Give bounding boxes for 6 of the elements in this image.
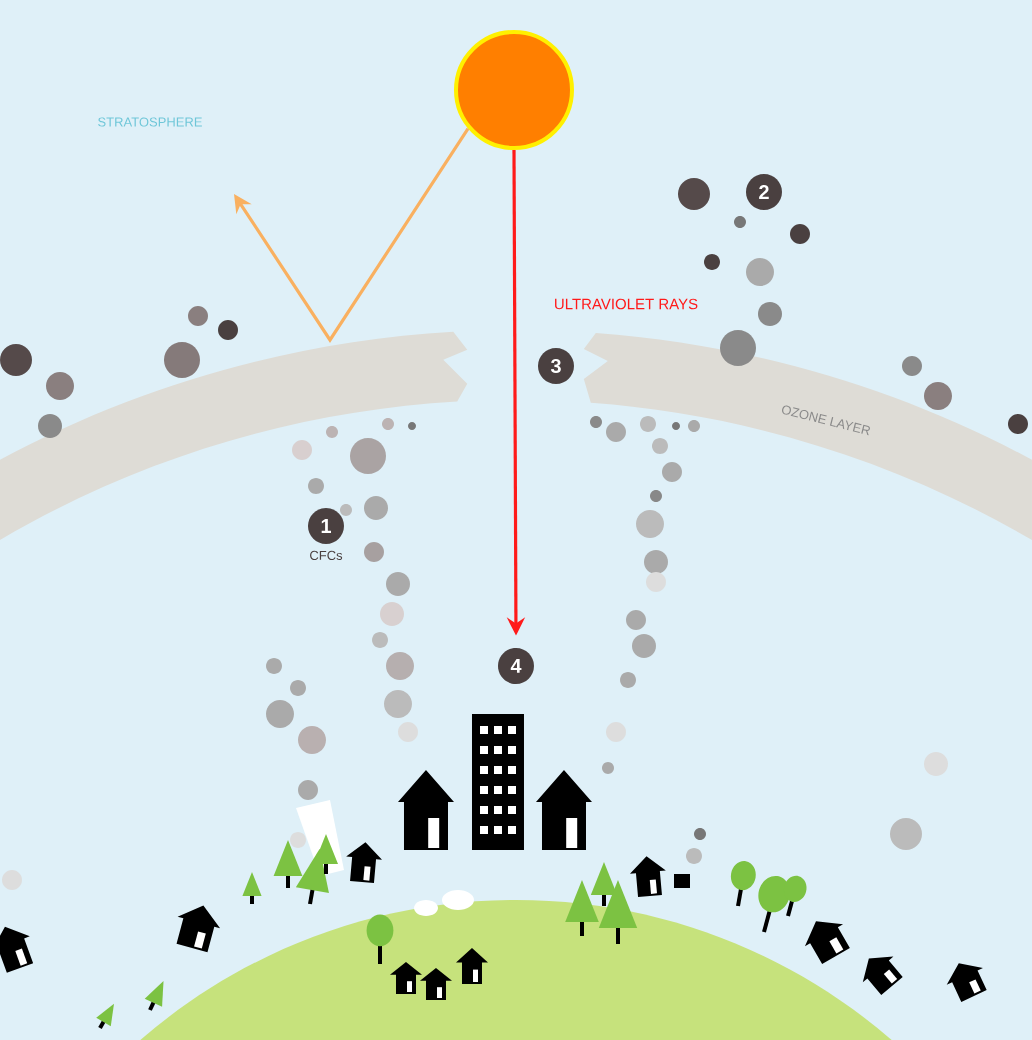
sun-circle: [454, 30, 574, 150]
number-badge: 3: [538, 348, 574, 384]
number-badge: 1: [308, 508, 344, 544]
arrow: [234, 127, 470, 343]
number-badge: 2: [746, 174, 782, 210]
number-badge: 4: [498, 648, 534, 684]
